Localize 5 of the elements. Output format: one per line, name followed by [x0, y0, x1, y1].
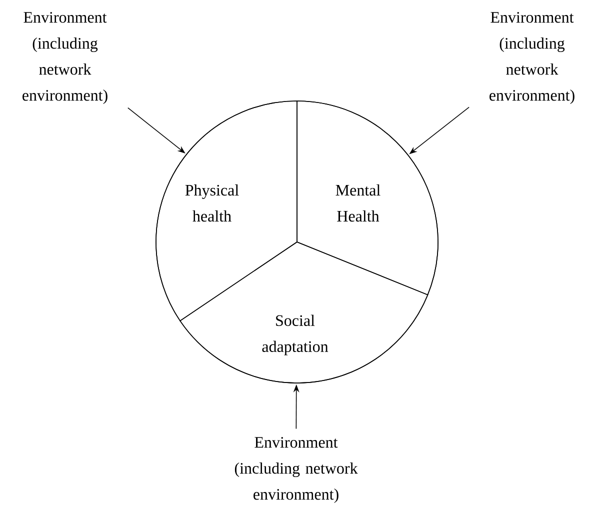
environment-label: Environment (including network environment) — [490, 12, 574, 104]
sector: Mental Health — [296, 100, 438, 296]
environment-label: Environment (including network environment) — [22, 12, 108, 104]
sector: Social adaptation — [180, 242, 428, 384]
environment-label: Environment (including network environment) — [234, 437, 358, 503]
